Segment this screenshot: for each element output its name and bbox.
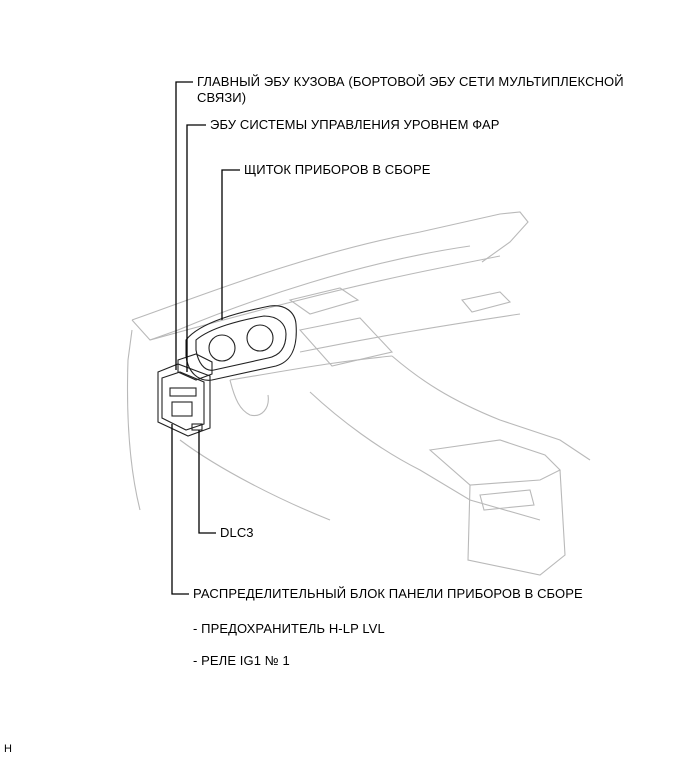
right-vent bbox=[460, 291, 512, 313]
steering-column bbox=[229, 379, 269, 417]
junction-relay bbox=[171, 401, 193, 417]
instrument-cluster-face bbox=[195, 315, 287, 371]
cluster-gauge-left bbox=[208, 334, 236, 362]
leader-headlight-ecu bbox=[186, 124, 206, 372]
floor-line bbox=[179, 439, 331, 521]
instrument-cluster-label: ЩИТОК ПРИБОРОВ В СБОРЕ bbox=[244, 162, 431, 177]
headlight-ecu-label: ЭБУ СИСТЕМЫ УПРАВЛЕНИЯ УРОВНЕМ ФАР bbox=[210, 117, 500, 132]
windshield-edge bbox=[131, 211, 529, 321]
junction-block-face bbox=[161, 371, 205, 431]
leader-body-ecu bbox=[175, 81, 193, 370]
center-panel bbox=[298, 317, 394, 367]
body-ecu-label-line2: СВЯЗИ) bbox=[197, 90, 247, 105]
console-right bbox=[391, 355, 591, 461]
console-left bbox=[309, 391, 541, 521]
junction-block-label: РАСПРЕДЕЛИТЕЛЬНЫЙ БЛОК ПАНЕЛИ ПРИБОРОВ В… bbox=[193, 586, 583, 601]
corner-mark: H bbox=[4, 743, 13, 755]
center-vent bbox=[288, 287, 360, 315]
leader-instrument-cluster bbox=[221, 169, 240, 320]
body-ecu-shape bbox=[177, 353, 213, 381]
instrument-cluster-shape bbox=[185, 305, 297, 381]
cluster-gauge-right bbox=[246, 324, 274, 352]
dash-top-edge bbox=[131, 245, 471, 341]
dash-right-line bbox=[299, 313, 521, 353]
console-top bbox=[428, 439, 561, 486]
leader-dlc3 bbox=[198, 430, 216, 534]
relay-label: - РЕЛЕ IG1 № 1 bbox=[193, 653, 290, 668]
lower-dash bbox=[229, 355, 393, 381]
console-bin bbox=[479, 489, 535, 511]
door-line bbox=[126, 329, 141, 511]
dlc3-connector bbox=[191, 423, 203, 431]
leader-junction-block bbox=[171, 424, 189, 595]
dlc3-label: DLC3 bbox=[220, 525, 254, 540]
junction-fuse-row bbox=[169, 387, 197, 397]
fuse-label: - ПРЕДОХРАНИТЕЛЬ H-LP LVL bbox=[193, 621, 385, 636]
body-ecu-label-line1: ГЛАВНЫЙ ЭБУ КУЗОВА (БОРТОВОЙ ЭБУ СЕТИ МУ… bbox=[197, 74, 624, 89]
console-front bbox=[467, 469, 566, 576]
